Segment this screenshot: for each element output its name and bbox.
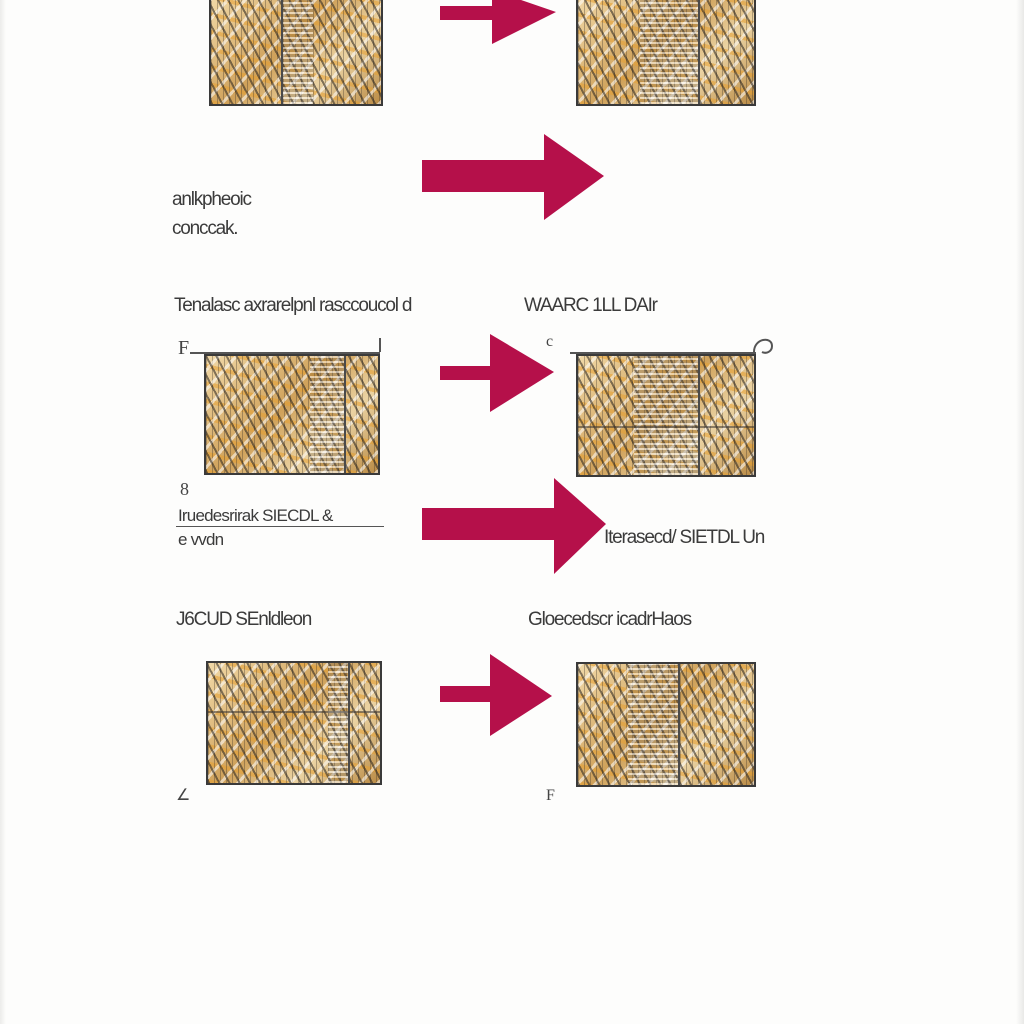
bracket-line xyxy=(190,352,380,354)
image-2b xyxy=(576,354,756,477)
row2-right-label: WAARC 1LL DAIr xyxy=(524,295,658,316)
image-1a xyxy=(209,0,383,106)
row3-mark: 8 xyxy=(180,479,189,499)
image-4b xyxy=(576,662,756,787)
row3-right-label: Iterasecd/ SIETDL Un xyxy=(604,527,765,548)
arrow-right-icon xyxy=(422,478,606,574)
image-1b xyxy=(576,0,756,106)
row3-left-label-line2: e vvdn xyxy=(178,530,224,549)
arrow-right-icon xyxy=(440,0,556,44)
arrow-right-icon xyxy=(440,334,554,412)
image-4a xyxy=(206,661,382,785)
arrow-right-icon xyxy=(440,654,552,736)
corner-hook-icon xyxy=(753,338,774,354)
page-edge-right xyxy=(1016,0,1024,1024)
concept-label-line2: conccak. xyxy=(172,218,239,239)
row2-left-mark: F xyxy=(178,337,190,359)
row3-left-label-line1: Iruedesrirak SIECDL & xyxy=(178,506,333,525)
row4-left-mark: ∠ xyxy=(176,787,191,804)
row4-right-mark: F xyxy=(546,787,555,804)
image-2a xyxy=(204,354,380,475)
bracket-line xyxy=(176,526,384,527)
bracket-line xyxy=(570,352,756,354)
row2-right-mark: c xyxy=(546,333,554,350)
page-edge-left xyxy=(0,0,6,1024)
row2-left-label: Tenalasc axrarelpnl rasccoucol d xyxy=(174,295,412,316)
bracket-line xyxy=(379,338,381,352)
row4-left-label: J6CUD SEnldleon xyxy=(176,609,312,630)
arrow-right-icon xyxy=(422,134,604,220)
concept-label-line1: anlkpheoic xyxy=(172,189,252,210)
row4-right-label: Gloecedscr icadrHaos xyxy=(528,609,692,630)
